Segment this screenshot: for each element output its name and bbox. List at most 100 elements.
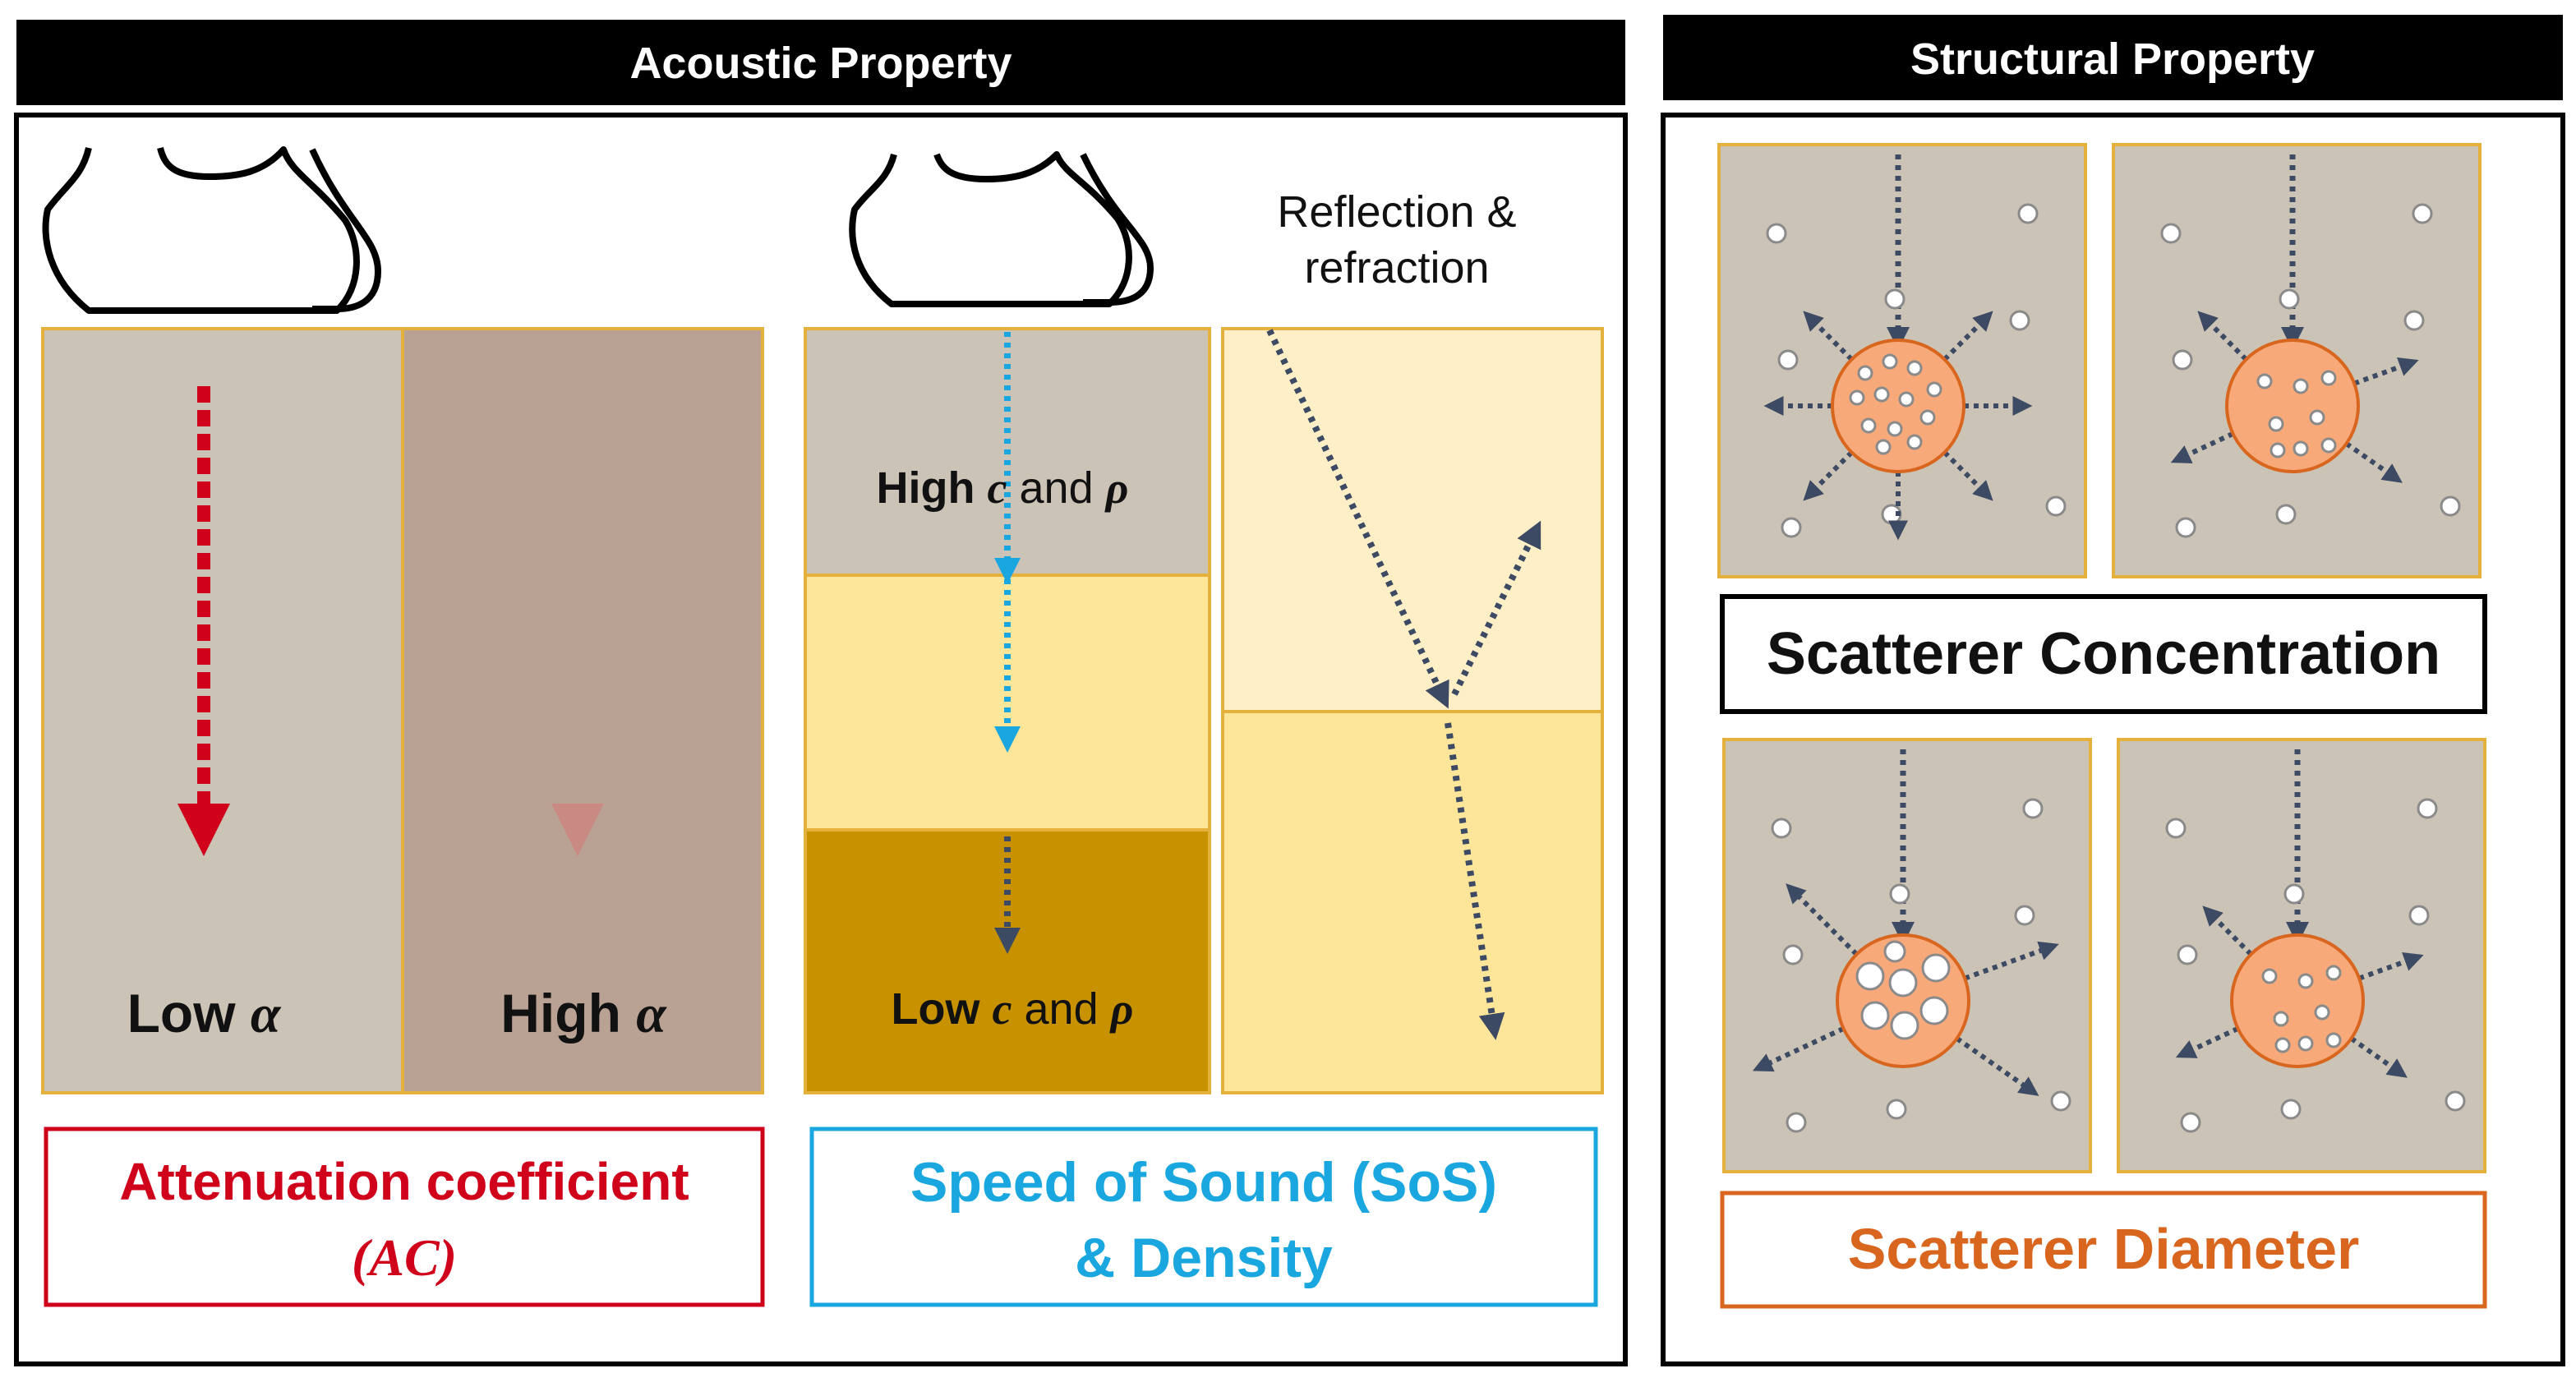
inner-scatterer — [2320, 437, 2337, 454]
inner-scatterer — [1921, 953, 1951, 983]
inner-scatterer — [1883, 940, 1906, 963]
low-alpha-label: Low α — [127, 983, 282, 1044]
background-scatterer — [2045, 495, 2067, 517]
inner-scatterer — [1875, 439, 1892, 455]
reflection-label-line1: Reflection & — [1277, 187, 1516, 237]
concentration-label-box — [1720, 594, 2487, 714]
background-scatterer — [1781, 517, 1802, 538]
sos-caption-box — [809, 1126, 1598, 1307]
diameter-label: Scatterer Diameter — [1848, 1217, 2360, 1281]
background-scatterer — [2412, 203, 2433, 224]
reflected-ray — [1451, 520, 1541, 696]
incident-ray — [1266, 329, 1449, 709]
low-attenuation-panel — [41, 327, 404, 1094]
scatterer-cluster-1 — [1831, 339, 1965, 473]
structural-frame — [1661, 113, 2565, 1366]
inner-scatterer — [2297, 973, 2314, 989]
scatterer-cluster-2 — [2225, 339, 2360, 473]
background-scatterer — [2177, 944, 2198, 965]
background-scatterer — [1786, 1112, 1807, 1133]
acoustic-header-bar — [16, 20, 1625, 105]
acoustic-frame — [14, 113, 1628, 1366]
inner-scatterer — [1919, 409, 1936, 426]
inner-scatterer — [2273, 1011, 2289, 1027]
background-scatterer — [2417, 798, 2438, 819]
transducer-icon-left — [42, 146, 381, 314]
inner-scatterer — [2320, 370, 2337, 386]
background-scatterer — [1884, 288, 1906, 310]
transducer-icon-right — [849, 151, 1154, 307]
inner-scatterer — [1898, 391, 1915, 408]
inner-scatterer — [1882, 353, 1898, 370]
inner-scatterer — [2261, 968, 2278, 984]
background-scatterer — [2445, 1090, 2466, 1112]
attenuation-caption-box — [44, 1126, 765, 1307]
inner-scatterer — [1855, 961, 1885, 991]
background-scatterer — [2283, 883, 2305, 905]
background-scatterer — [2408, 905, 2430, 926]
refracted-ray — [1445, 722, 1505, 1040]
background-scatterer — [2275, 504, 2297, 525]
sos-low-layer — [804, 828, 1211, 1094]
structural-header-title: Structural Property — [1910, 35, 2315, 84]
inner-scatterer — [2293, 440, 2309, 457]
scatterer-panels — [1717, 143, 2486, 1173]
high-alpha-label: High α — [500, 983, 667, 1044]
structural-header-bar — [1663, 15, 2563, 100]
high-c-rho-label: High c and ρ — [877, 463, 1129, 513]
background-scatterer — [2014, 905, 2035, 926]
background-scatterer — [2280, 1099, 2302, 1120]
background-scatterer — [2279, 288, 2300, 310]
low-c-rho-label: Low c and ρ — [892, 984, 1134, 1034]
attenuation-caption-line1: Attenuation coefficient — [119, 1152, 689, 1211]
background-scatterer — [1766, 223, 1787, 244]
sos-caption-line2: & Density — [1075, 1227, 1333, 1289]
background-scatterer — [2017, 203, 2039, 224]
inner-scatterer — [1926, 381, 1942, 398]
inner-scatterer — [2325, 965, 2342, 981]
inner-scatterer — [1919, 996, 1949, 1025]
reflection-lower-layer — [1221, 710, 1604, 1094]
inner-scatterer — [2270, 442, 2286, 458]
inner-scatterer — [1873, 386, 1890, 403]
background-scatterer — [2175, 517, 2196, 538]
inner-scatterer — [2309, 409, 2325, 426]
inner-scatterer — [1887, 421, 1903, 437]
background-scatterer — [2022, 798, 2044, 819]
background-scatterer — [2160, 223, 2182, 244]
diameter-label-box — [1720, 1191, 2487, 1309]
background-scatterer — [2403, 310, 2425, 331]
inner-scatterer — [1906, 360, 1923, 376]
inner-scatterer — [2256, 373, 2273, 389]
inner-scatterer — [2297, 1035, 2314, 1052]
inner-scatterer — [1888, 968, 1918, 997]
background-scatterer — [1771, 818, 1792, 839]
inner-scatterer — [1860, 1001, 1890, 1030]
inner-scatterer — [1857, 365, 1873, 381]
sos-mid-layer — [804, 574, 1211, 832]
reflection-upper-layer — [1221, 327, 1604, 713]
inner-scatterer — [2293, 378, 2309, 394]
inner-scatterer — [2268, 416, 2284, 432]
inner-scatterer — [1890, 1011, 1919, 1040]
sos-caption-line1: Speed of Sound (SoS) — [910, 1151, 1497, 1214]
attenuation-caption-line2: (AC) — [352, 1228, 457, 1287]
background-scatterer — [2165, 818, 2187, 839]
background-scatterer — [1886, 1099, 1907, 1120]
acoustic-header-title: Acoustic Property — [629, 39, 1012, 88]
background-scatterer — [2180, 1112, 2201, 1133]
background-scatterer — [1782, 944, 1804, 965]
background-scatterer — [2009, 310, 2030, 331]
background-scatterer — [1777, 349, 1799, 371]
background-scatterer — [2172, 349, 2193, 371]
inner-scatterer — [1906, 434, 1923, 450]
inner-scatterer — [1860, 417, 1877, 434]
inner-scatterer — [2274, 1037, 2291, 1053]
background-scatterer — [2050, 1090, 2071, 1112]
inner-scatterer — [1849, 389, 1865, 406]
background-scatterer — [1889, 883, 1910, 905]
reflection-label-line2: refraction — [1304, 243, 1489, 293]
scatterer-cluster-4 — [2230, 933, 2365, 1068]
inner-scatterer — [2325, 1032, 2342, 1048]
